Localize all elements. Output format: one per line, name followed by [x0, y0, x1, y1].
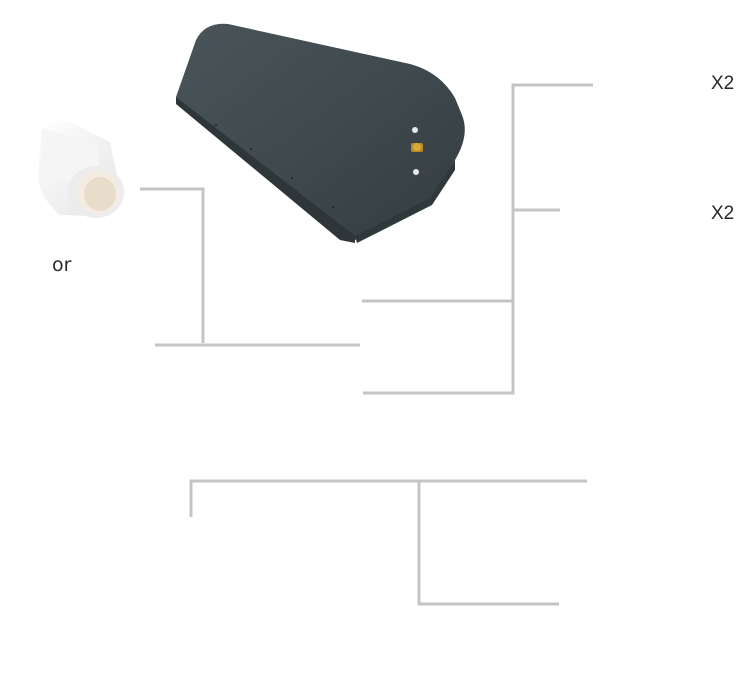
- connector-lines: [140, 83, 593, 606]
- line-pvc-to-tank: [140, 187, 205, 343]
- pvc-adapter-image: [38, 121, 124, 218]
- plug-quantity-label: X2: [711, 73, 735, 94]
- line-bottom-tank: [189, 479, 587, 517]
- tank-3d-image: [176, 23, 465, 243]
- or-label: or: [52, 254, 72, 276]
- elbow-quantity-label: X2: [711, 203, 735, 224]
- line-elbow-large: [417, 481, 559, 606]
- line-tank-to-parts-bracket: [363, 83, 593, 395]
